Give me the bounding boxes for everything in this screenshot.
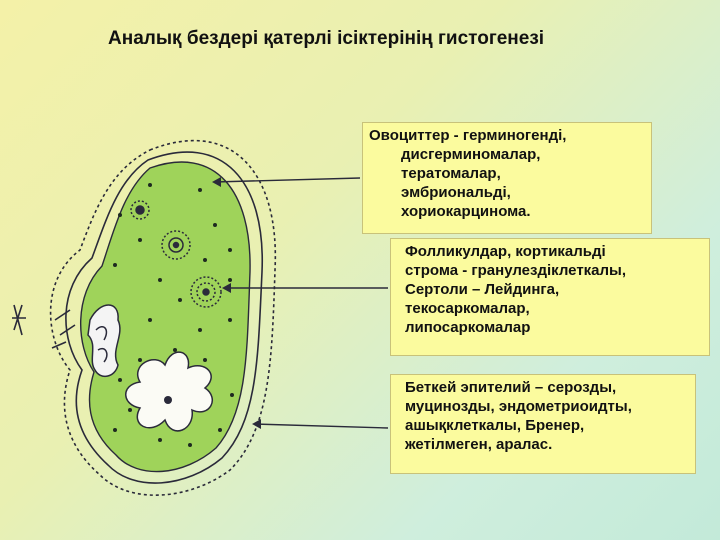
flower-lumen bbox=[125, 351, 213, 432]
arrow-oocytes bbox=[213, 177, 361, 183]
pointer-arrows bbox=[213, 177, 389, 429]
follicle-large bbox=[190, 276, 222, 308]
follicles-line-3: Сертоли – Лейдинга, bbox=[405, 281, 560, 298]
follicles-line-2: строма - гранулездіклеткалы, bbox=[405, 262, 627, 279]
follicles-box: Фолликулдар, кортикальді строма - гранул… bbox=[390, 238, 710, 356]
hilum-marks bbox=[12, 304, 76, 349]
oocytes-line-4: эмбриональді, bbox=[401, 184, 511, 201]
arrow-epithelium bbox=[253, 423, 389, 429]
epithelium-box: Беткей эпителий – серозды, муцинозды, эн… bbox=[390, 374, 696, 474]
stroma-dots bbox=[113, 183, 234, 447]
oocytes-box: Овоциттер - герминогенді, дисгерминомала… bbox=[362, 122, 652, 234]
follicles-line-1: Фолликулдар, кортикальді bbox=[405, 243, 606, 260]
slide-title: Аналық бездері қатерлі ісіктерінің гисто… bbox=[108, 28, 545, 49]
epithelium-line-3: ашықклеткалы, Бренер, bbox=[405, 417, 585, 434]
follicles-line-5: липосаркомалар bbox=[405, 319, 531, 336]
lumen-center bbox=[164, 396, 172, 404]
epithelium-line-2: муцинозды, эндометриоидты, bbox=[405, 398, 632, 415]
surface-epithelium-ring bbox=[49, 139, 277, 496]
epithelium-line-1: Беткей эпителий – серозды, bbox=[405, 379, 617, 396]
follicle-small bbox=[130, 200, 150, 220]
corpus-structure bbox=[87, 304, 121, 377]
oocytes-line-3: тератомалар, bbox=[401, 165, 501, 182]
follicle-medium bbox=[161, 230, 191, 260]
follicles-line-4: текосаркомалар, bbox=[405, 300, 530, 317]
oocytes-line-5: хориокарцинома. bbox=[401, 203, 531, 220]
oocytes-line-2: дисгерминомалар, bbox=[401, 146, 541, 163]
epithelium-line-4: жетілмеген, аралас. bbox=[405, 436, 553, 453]
oocytes-line-1: Овоциттер - герминогенді, bbox=[369, 127, 567, 144]
